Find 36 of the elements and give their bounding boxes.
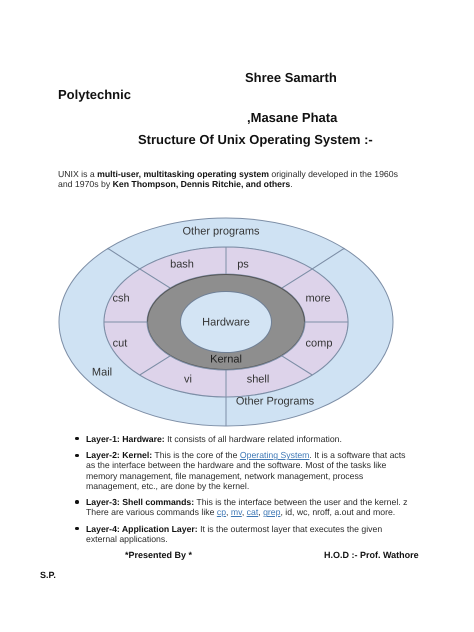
hardware-circle: [179, 290, 273, 354]
link: cp: [216, 507, 226, 518]
link: mv: [230, 507, 242, 518]
bullet-text: Layer-1: Hardware: It consists of all hardware related information.: [86, 434, 343, 444]
segment-label: Other Programs: [236, 396, 314, 408]
segment-label: vi: [184, 374, 192, 386]
intro-paragraph: UNIX is a multi-user, multitasking operating system originally developed in the 1960s and 1970s by Ken Thompson, Dennis Ritchie, and others.: [58, 169, 399, 190]
segment-label: shell: [246, 374, 270, 386]
link: cat: [246, 507, 258, 518]
school-location: ,Masane Phata: [247, 108, 338, 126]
segment-label: comp: [306, 338, 332, 350]
hod-name: S.P.: [40, 569, 56, 581]
school-name: Shree Samarth Polytechnic: [58, 68, 338, 102]
segment-label: csh: [112, 292, 130, 306]
ring-segment: [225, 246, 314, 290]
bullet-text: Layer-2: Kernel: This is the core of the Operating System. It is a software that acts as the interface between the hardware and the software. Most of the tasks like memory management, file management, network management, process management, etc., are done by the kernel.: [86, 450, 407, 491]
ring-segment: [138, 246, 227, 290]
hardware-label: Hardware: [202, 316, 250, 330]
bullet-text: Layer-4: Application Layer: It is the outermost layer that executes the given external applications.: [86, 524, 384, 544]
bullet-text: Layer-3: Shell commands: This is the interface between the user and the kernel. z There are various commands like cp, mv, cat, grep, id, wc, nroff, a.out and more.: [86, 497, 408, 518]
page-title: Structure Of Unix Operating System :-: [138, 130, 373, 148]
segment-label: cut: [112, 338, 128, 350]
kernel-label: Kernal: [210, 354, 242, 366]
ring-segment: [103, 267, 172, 323]
ring-segment: [280, 267, 349, 323]
link: Operating System: [240, 450, 310, 460]
ring-segment: [106, 217, 346, 270]
segment-label: more: [305, 292, 331, 306]
ring-segment: [280, 321, 349, 377]
segment-label: Other programs: [182, 226, 260, 238]
segment-label: bash: [170, 258, 194, 272]
segment-label: ps: [237, 258, 249, 272]
link: grep: [263, 507, 280, 518]
segment-label: Mail: [92, 366, 112, 380]
hod-name: H.O.D :- Prof. Wathore: [324, 549, 419, 561]
presenter-label: *Presented By *: [125, 549, 192, 561]
